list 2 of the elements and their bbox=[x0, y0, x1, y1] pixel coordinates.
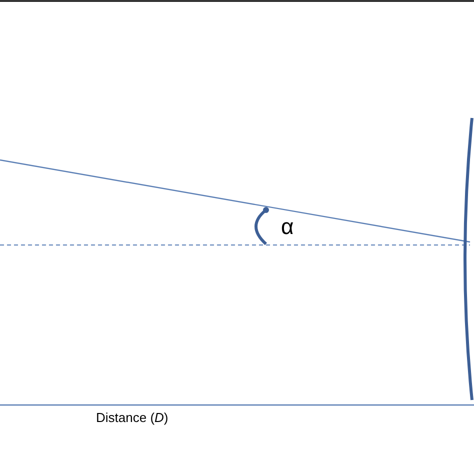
distance-label: Distance (D) bbox=[96, 410, 168, 425]
angle-label: α bbox=[281, 214, 294, 240]
